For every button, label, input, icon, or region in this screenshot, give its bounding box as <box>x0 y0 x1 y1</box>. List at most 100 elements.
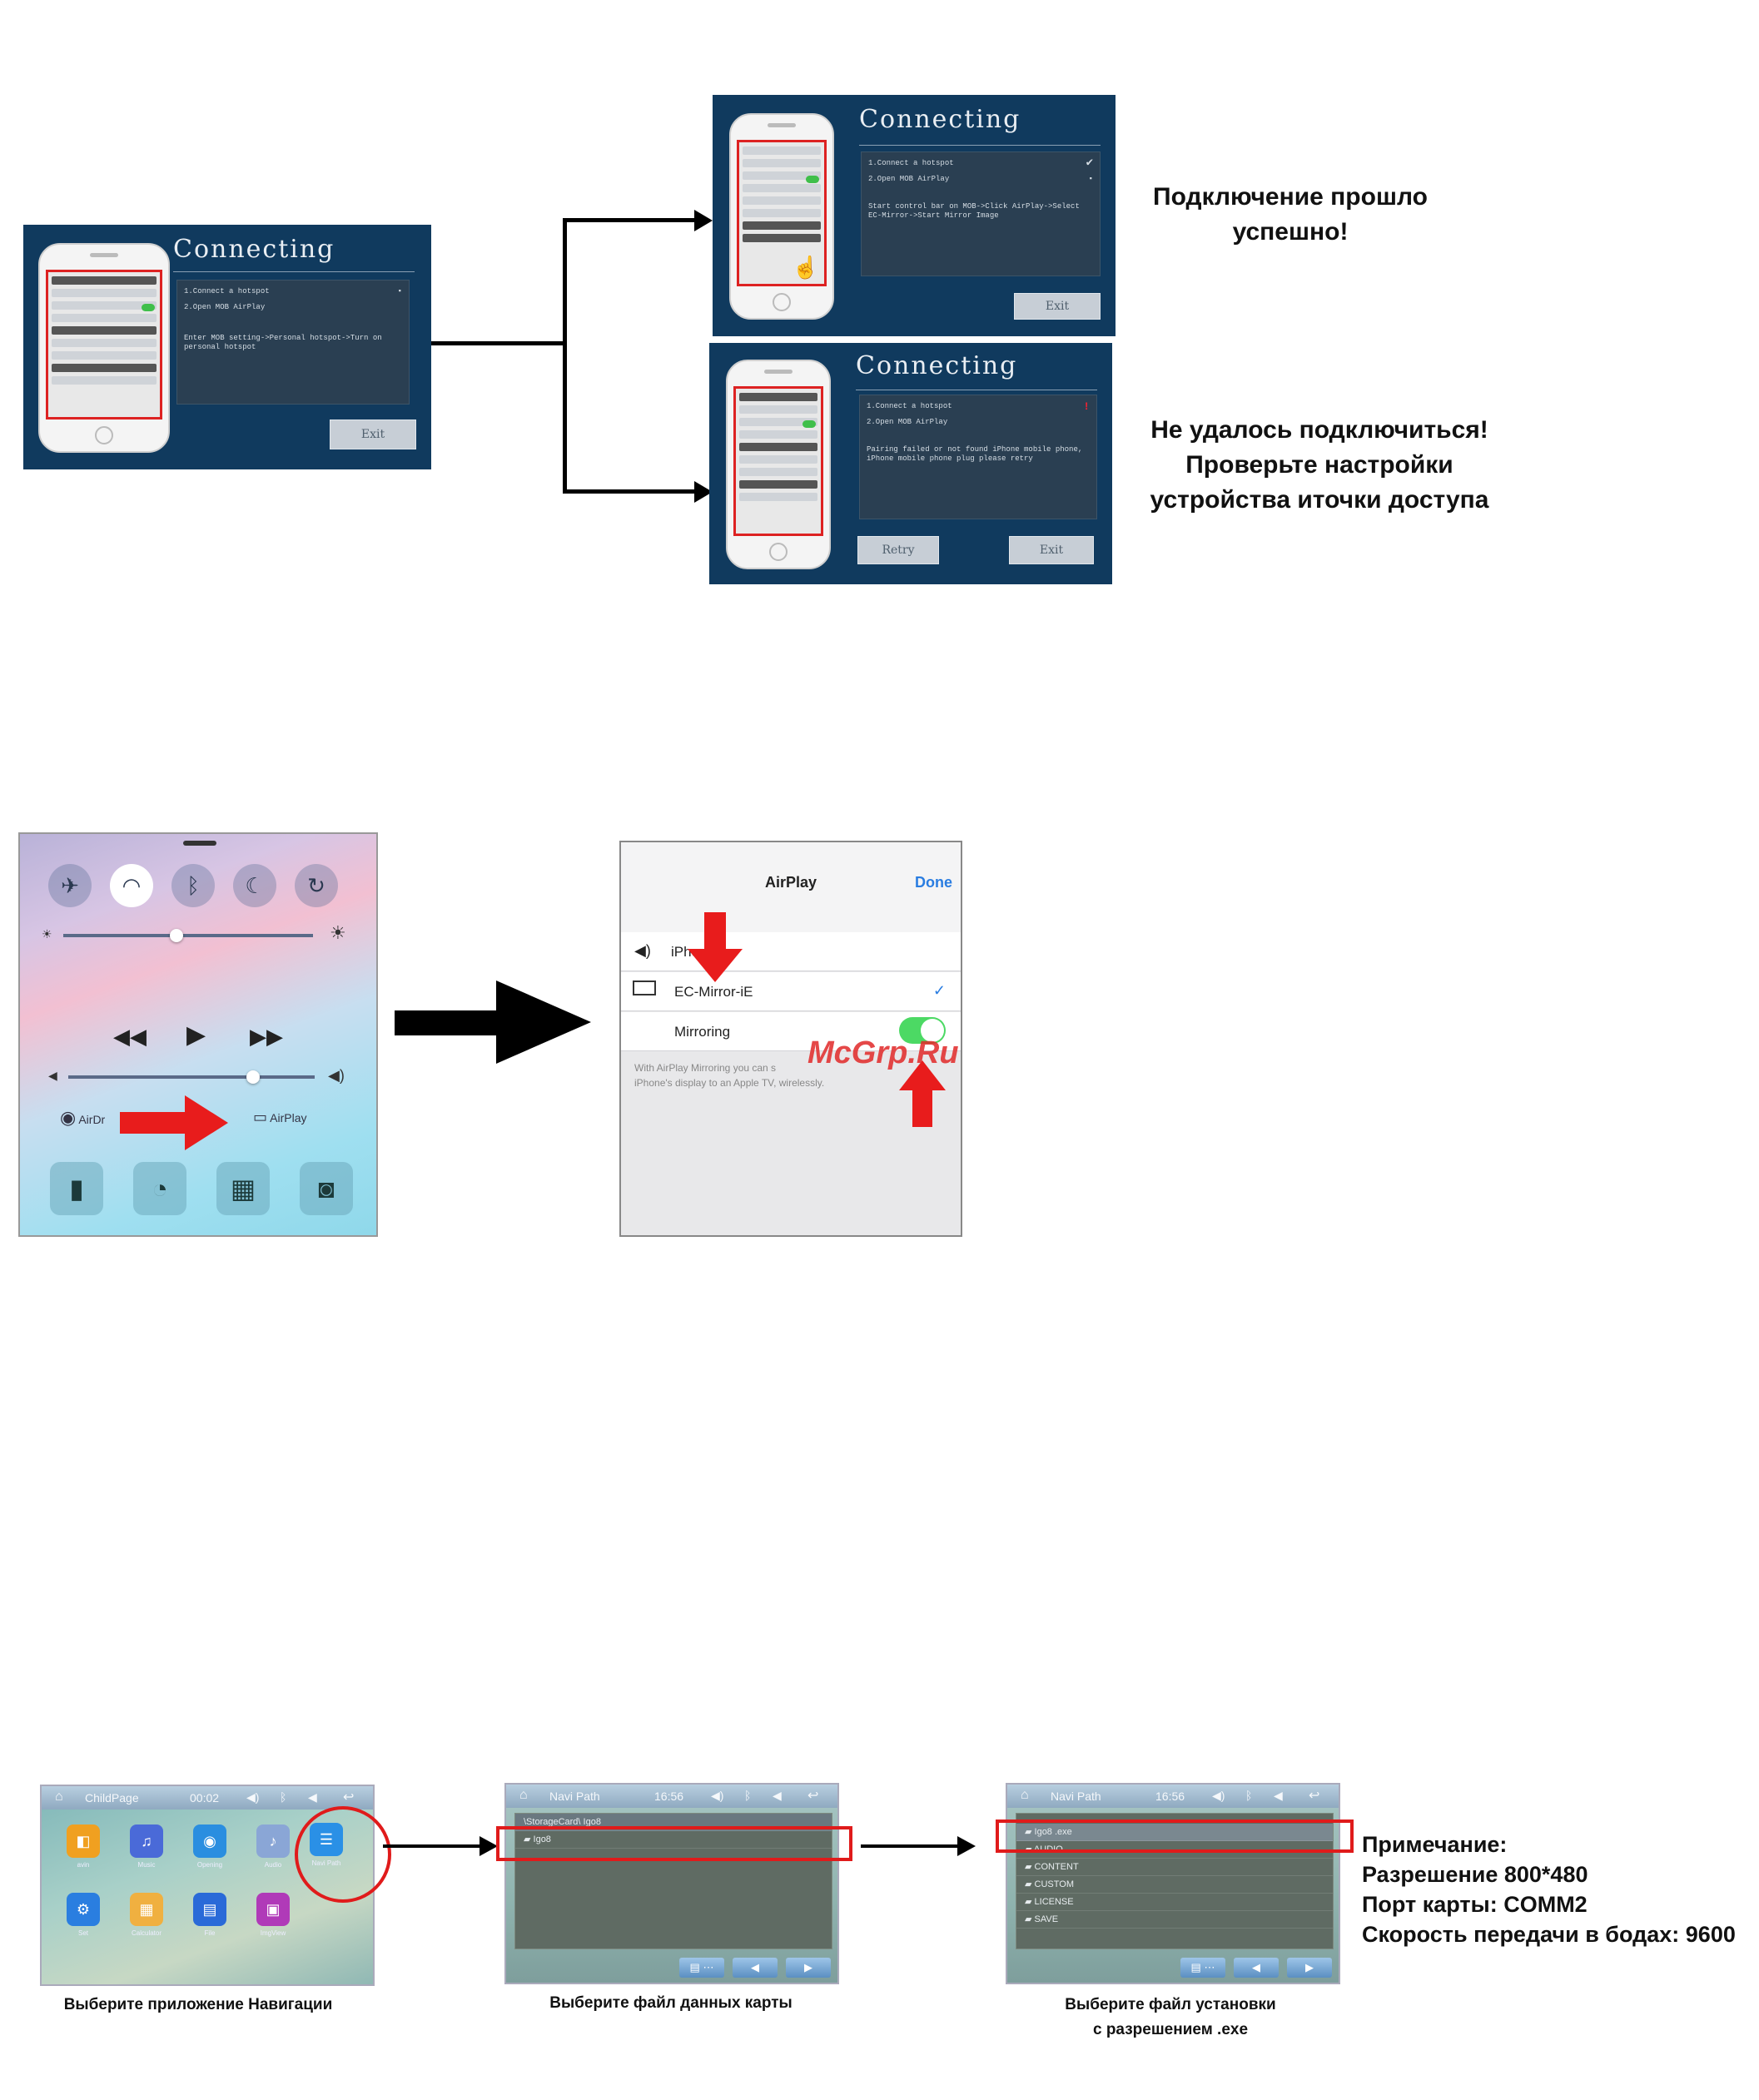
caption-select-exe: Выберите файл установки с разрешением .e… <box>1065 1996 1276 2038</box>
file-list: \StorageCard\ Igo8 ▰ Igo8 <box>514 1813 832 1949</box>
note-port: Порт карты: COMM2 <box>1362 1892 1588 1917</box>
app-audio[interactable]: ♪ <box>256 1824 290 1858</box>
brightness-slider[interactable] <box>63 934 313 937</box>
app-calculator[interactable]: ▦ <box>130 1893 163 1926</box>
volume-icon[interactable]: ◀) <box>711 1789 724 1802</box>
timer-icon[interactable]: ◔ <box>133 1162 186 1215</box>
speaker-icon[interactable]: ◀ <box>773 1789 782 1802</box>
step-connect-hotspot: 1.Connect a hotspot <box>867 402 952 410</box>
speaker-icon[interactable]: ◀ <box>1274 1789 1283 1802</box>
airdrop-button[interactable]: ◉ AirDr <box>60 1107 106 1128</box>
home-icon[interactable]: ⌂ <box>519 1788 528 1802</box>
app-file[interactable]: ▤ <box>193 1893 226 1926</box>
next-button[interactable]: ▶ <box>786 1958 831 1978</box>
list-item-save[interactable]: ▰ SAVE <box>1016 1911 1333 1929</box>
back-icon[interactable]: ↩ <box>343 1790 355 1805</box>
speaker-icon: ◀) <box>634 942 651 959</box>
next-button[interactable]: ▶ <box>1287 1958 1332 1978</box>
home-icon[interactable]: ⌂ <box>1021 1788 1029 1802</box>
menu-button[interactable]: ▤ ⋯ <box>1180 1958 1225 1978</box>
pending-icon: ▪ <box>1088 175 1093 183</box>
airplane-mode-icon[interactable]: ✈ <box>48 864 92 907</box>
pull-handle-icon <box>183 841 216 846</box>
exit-button[interactable]: Exit <box>1009 536 1094 564</box>
airdrop-icon: ◉ <box>60 1107 77 1128</box>
phone-illustration <box>726 360 831 569</box>
fast-forward-icon[interactable]: ▶▶ <box>250 1024 283 1049</box>
calculator-icon[interactable]: ▦ <box>216 1162 270 1215</box>
navi-screen-map-data: ⌂ Navi Path 16:56 ◀) ᛒ ◀ ↩ \StorageCard\… <box>504 1783 839 1984</box>
back-icon[interactable]: ↩ <box>807 1789 819 1803</box>
brightness-slider-knob[interactable] <box>170 929 183 942</box>
status-bar: ⌂ Navi Path 16:56 ◀) ᛒ ◀ ↩ <box>1007 1785 1339 1808</box>
speaker-icon[interactable]: ◀ <box>308 1790 317 1804</box>
folder-icon: ▰ <box>1025 1897 1035 1907</box>
tv-icon <box>633 980 656 995</box>
list-item-custom[interactable]: ▰ CUSTOM <box>1016 1876 1333 1894</box>
step-open-airplay: 2.Open MOB AirPlay <box>867 418 948 426</box>
caption-select-navi-app: Выберите приложение Навигации <box>63 1996 333 2013</box>
exit-button[interactable]: Exit <box>330 420 416 449</box>
app-set[interactable]: ⚙ <box>67 1893 100 1926</box>
volume-icon[interactable]: ◀) <box>246 1790 260 1804</box>
folder-icon: ▰ <box>1025 1914 1035 1924</box>
retry-button[interactable]: Retry <box>857 536 939 564</box>
brightness-low-icon: ☀ <box>42 927 52 941</box>
pending-icon: ▪ <box>397 287 402 295</box>
app-music[interactable]: ♫ <box>130 1824 163 1858</box>
device-row-iphone[interactable]: ◀) iPho <box>621 932 961 971</box>
do-not-disturb-icon[interactable]: ☾ <box>233 864 276 907</box>
exe-file-icon: ▰ <box>1025 1827 1035 1837</box>
app-avin[interactable]: ◧ <box>67 1824 100 1858</box>
list-item-igo8[interactable]: ▰ Igo8 <box>515 1831 832 1849</box>
app-opening[interactable]: ◉ <box>193 1824 226 1858</box>
mirroring-toggle-icon <box>806 176 819 183</box>
connecting-title: Connecting <box>859 105 1021 134</box>
volume-slider-knob[interactable] <box>246 1070 260 1084</box>
volume-high-icon: ◀) <box>328 1067 345 1084</box>
bluetooth-icon[interactable]: ᛒ <box>1245 1789 1253 1802</box>
arrow-right-icon <box>694 481 713 503</box>
folder-icon: ▰ <box>1025 1879 1035 1889</box>
connector-line <box>861 1844 961 1848</box>
phone-screen-airplay: ☝ <box>737 140 827 286</box>
prev-button[interactable]: ◀ <box>1234 1958 1279 1978</box>
device-row-ec-mirror[interactable]: EC-Mirror-iE ✓ <box>621 972 961 1011</box>
done-button[interactable]: Done <box>915 874 952 891</box>
status-bar: ⌂ Navi Path 16:56 ◀) ᛒ ◀ ↩ <box>506 1785 837 1808</box>
camera-icon[interactable]: ◙ <box>300 1162 353 1215</box>
volume-icon[interactable]: ◀) <box>1212 1789 1225 1802</box>
instruction-text: Start control bar on MOB->Click AirPlay-… <box>868 202 1080 220</box>
list-item-content[interactable]: ▰ CONTENT <box>1016 1859 1333 1876</box>
list-item-exe[interactable]: ▰ Igo8 .exe <box>1016 1824 1333 1841</box>
bluetooth-icon[interactable]: ᛒ <box>280 1790 287 1804</box>
wifi-icon[interactable]: ◠ <box>110 864 153 907</box>
connector-line <box>431 341 564 345</box>
flashlight-icon[interactable]: ▮ <box>50 1162 103 1215</box>
list-item-license[interactable]: ▰ LICENSE <box>1016 1894 1333 1911</box>
phone-screen-hotspot <box>733 386 823 536</box>
error-icon: ! <box>1083 400 1090 413</box>
mirroring-toggle[interactable] <box>899 1017 946 1044</box>
home-icon[interactable]: ⌂ <box>55 1790 63 1804</box>
check-icon: ✔ <box>1086 156 1093 170</box>
menu-button[interactable]: ▤ ⋯ <box>679 1958 724 1978</box>
bluetooth-icon[interactable]: ᛒ <box>171 864 215 907</box>
bluetooth-icon[interactable]: ᛒ <box>744 1789 752 1802</box>
back-icon[interactable]: ↩ <box>1309 1789 1320 1803</box>
exit-button[interactable]: Exit <box>1014 293 1101 320</box>
airplay-sheet: AirPlay Done ◀) iPho EC-Mirror-iE ✓ Mirr… <box>619 841 962 1237</box>
app-imgview[interactable]: ▣ <box>256 1893 290 1926</box>
checkmark-icon: ✓ <box>932 982 946 999</box>
red-arrow-up-icon <box>899 1060 946 1090</box>
phone-illustration <box>38 243 170 453</box>
prev-button[interactable]: ◀ <box>733 1958 778 1978</box>
play-icon[interactable]: ▶ <box>186 1021 206 1049</box>
airplay-button[interactable]: ▭ AirPlay <box>253 1109 307 1125</box>
volume-slider[interactable] <box>68 1075 315 1079</box>
rewind-icon[interactable]: ◀◀ <box>113 1024 147 1049</box>
arrow-right-icon <box>496 980 591 1064</box>
rotation-lock-icon[interactable]: ↻ <box>295 864 338 907</box>
airplay-icon: ▭ <box>253 1109 268 1125</box>
connecting-title: Connecting <box>173 235 335 264</box>
